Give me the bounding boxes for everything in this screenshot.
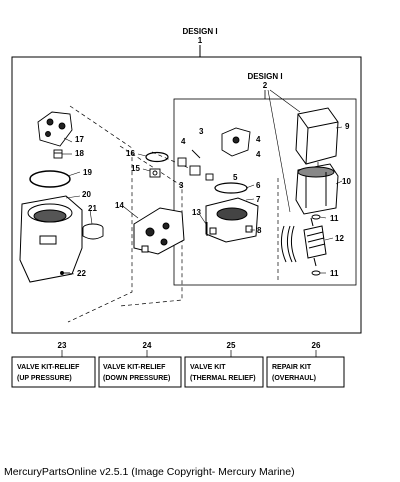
reservoir-part bbox=[19, 195, 83, 283]
valve-spool-part bbox=[177, 127, 251, 181]
design-main-number: 1 bbox=[198, 36, 203, 45]
kit-label-line1: REPAIR KIT bbox=[272, 364, 312, 371]
cap-part bbox=[82, 223, 104, 240]
plug-part bbox=[53, 149, 63, 159]
callout-21: 21 bbox=[88, 204, 97, 213]
kit-25: 25 VALVE KIT (THERMAL RELIEF) bbox=[184, 341, 264, 388]
callout-10: 10 bbox=[342, 177, 351, 186]
seal-ring-part bbox=[145, 151, 169, 163]
kit-box bbox=[266, 356, 345, 388]
kit-label-line2: (UP PRESSURE) bbox=[17, 375, 72, 382]
callout-leaders bbox=[62, 126, 343, 275]
kit-number: 23 bbox=[58, 341, 67, 350]
kit-23: 23 VALVE KIT-RELIEF (UP PRESSURE) bbox=[11, 341, 96, 388]
kit-label-line2: (THERMAL RELIEF) bbox=[190, 375, 256, 382]
kit-label-line1: VALVE KIT-RELIEF bbox=[17, 364, 80, 371]
copyright-footer: MercuryPartsOnline v2.5.1 (Image Copyrig… bbox=[4, 466, 295, 478]
callout-18: 18 bbox=[75, 149, 84, 158]
armature-part bbox=[303, 217, 327, 267]
motor-cap-part bbox=[295, 107, 339, 165]
leader-line bbox=[267, 89, 291, 213]
kit-label-line2: (DOWN PRESSURE) bbox=[103, 375, 170, 382]
kit-24: 24 VALVE KIT-RELIEF (DOWN PRESSURE) bbox=[98, 341, 182, 388]
fitting-part bbox=[149, 168, 161, 178]
washer-part bbox=[311, 214, 321, 220]
callout-13: 13 bbox=[192, 208, 201, 217]
callout-20: 20 bbox=[82, 190, 91, 199]
pump-body-part bbox=[133, 207, 185, 255]
leader-line bbox=[269, 89, 301, 113]
valve-body-part bbox=[37, 111, 73, 147]
manifold-part bbox=[205, 197, 259, 243]
design-main-label: DESIGN I bbox=[182, 27, 217, 36]
kit-26: 26 REPAIR KIT (OVERHAUL) bbox=[266, 341, 345, 388]
oring-part bbox=[214, 182, 248, 194]
assembly-guide-lines bbox=[67, 105, 319, 323]
callout-4: 4 bbox=[256, 150, 261, 159]
callout-22: 22 bbox=[77, 269, 86, 278]
kit-box bbox=[98, 356, 182, 388]
callout-5: 5 bbox=[233, 173, 238, 182]
callout-15: 15 bbox=[131, 164, 140, 173]
callout-3: 3 bbox=[199, 127, 204, 136]
kit-number: 24 bbox=[143, 341, 152, 350]
washer-part bbox=[311, 270, 321, 276]
motor-housing-part bbox=[295, 163, 339, 215]
kit-number: 25 bbox=[227, 341, 236, 350]
design-sub-number: 2 bbox=[263, 81, 268, 90]
kit-number: 26 bbox=[312, 341, 321, 350]
callout-4: 4 bbox=[256, 135, 261, 144]
callout-7: 7 bbox=[256, 195, 261, 204]
callout-17: 17 bbox=[75, 135, 84, 144]
kit-box bbox=[184, 356, 264, 388]
callout-19: 19 bbox=[83, 168, 92, 177]
kit-label-line1: VALVE KIT-RELIEF bbox=[103, 364, 166, 371]
callout-9: 9 bbox=[345, 122, 350, 131]
oring-part bbox=[29, 170, 71, 188]
callout-3: 3 bbox=[179, 181, 184, 190]
part-callouts: 3 3 4 4 4 5 6 7 8 9 10 11 11 12 13 14 15… bbox=[75, 122, 351, 278]
callout-6: 6 bbox=[256, 181, 261, 190]
callout-12: 12 bbox=[335, 234, 344, 243]
kit-label-line1: VALVE KIT bbox=[190, 364, 226, 371]
field-magnet-part bbox=[280, 225, 297, 263]
design-sub-label: DESIGN I bbox=[247, 72, 282, 81]
callout-4: 4 bbox=[181, 137, 186, 146]
kit-label-line2: (OVERHAUL) bbox=[272, 375, 316, 382]
callout-8: 8 bbox=[257, 226, 262, 235]
callout-11: 11 bbox=[330, 214, 339, 223]
callout-14: 14 bbox=[115, 201, 124, 210]
kit-box bbox=[11, 356, 96, 388]
callout-11: 11 bbox=[330, 269, 339, 278]
assembly-frame bbox=[11, 56, 362, 334]
callout-16: 16 bbox=[126, 149, 135, 158]
